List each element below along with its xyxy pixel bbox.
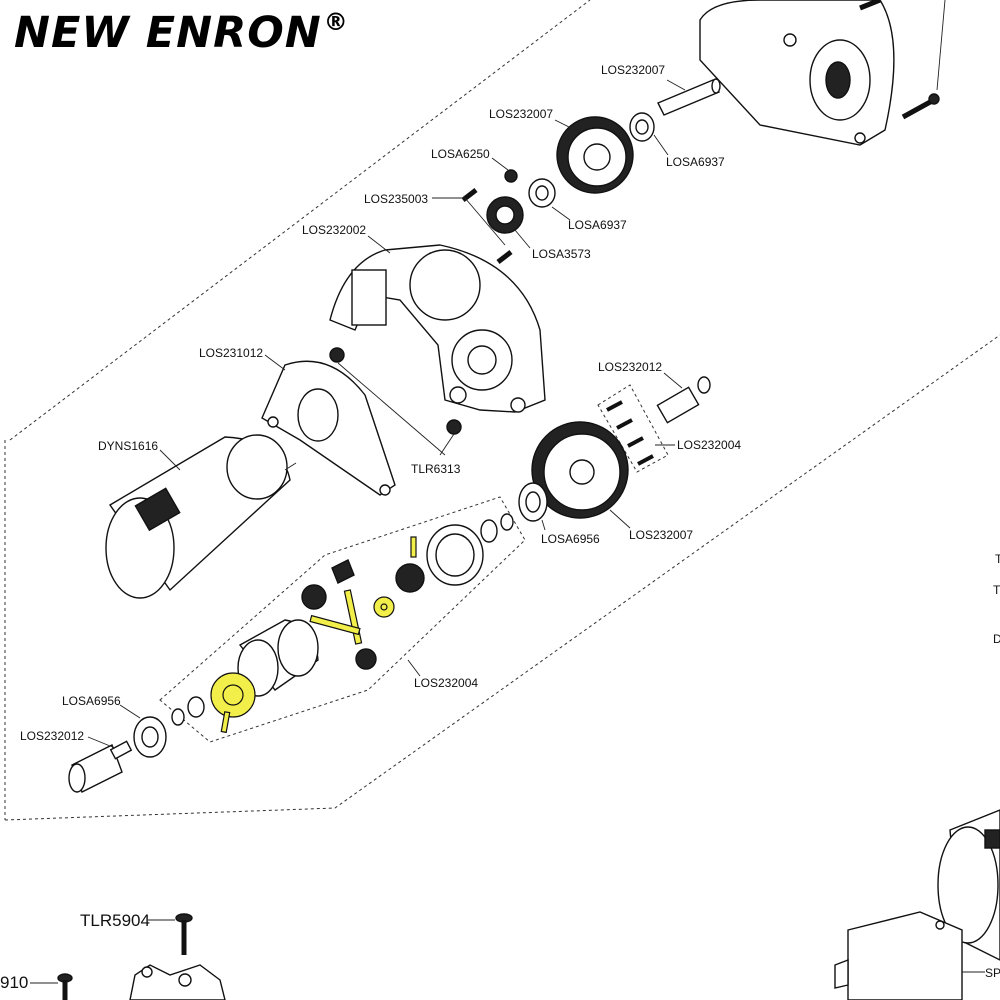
label-los231012: LOS231012 xyxy=(199,346,264,360)
label-910: 910 xyxy=(0,973,29,992)
diff-ring-gear xyxy=(210,672,256,718)
shim-right-b xyxy=(480,519,498,543)
screw-group-boundary xyxy=(597,384,669,473)
brand-logo: NEW ENRON® xyxy=(14,8,349,58)
gearbox-case-top-right xyxy=(699,0,895,146)
pinion-gear xyxy=(486,196,524,234)
registered-mark: ® xyxy=(323,8,349,36)
diff-pinion-a xyxy=(331,559,355,584)
shim-left-a xyxy=(187,696,205,718)
diff-pinion-b xyxy=(301,584,327,610)
diff-cross-pin-a xyxy=(343,589,363,645)
label-right-edge-d: D xyxy=(993,632,1000,646)
idler-shaft xyxy=(657,78,721,116)
assembly-boundary xyxy=(9,0,591,441)
screw-group-right xyxy=(606,400,654,466)
motor xyxy=(105,434,297,599)
label-tlr6313: TLR6313 xyxy=(411,462,461,476)
label-los232007-top: LOS232007 xyxy=(601,63,666,77)
label-spm-partial: SPM xyxy=(985,966,1000,980)
bearing-middle xyxy=(528,178,556,208)
label-losa3573: LOSA3573 xyxy=(532,247,591,261)
label-los232012-right: LOS232012 xyxy=(598,360,663,374)
label-right-edge-t1: T xyxy=(995,552,1000,566)
nut-tlr6313-b xyxy=(446,419,462,435)
bottom-part-partial xyxy=(129,964,226,1000)
label-los232002: LOS232002 xyxy=(302,223,367,237)
diff-pin-top xyxy=(410,536,417,558)
diff-cross-pin-b xyxy=(309,614,361,636)
label-los235003: LOS235003 xyxy=(364,192,429,206)
label-tlr5904: TLR5904 xyxy=(80,911,150,930)
screw-bottom-left xyxy=(57,973,73,1000)
brand-name: NEW ENRON xyxy=(14,8,322,58)
label-losa6250: LOSA6250 xyxy=(431,147,490,161)
outdrive-right xyxy=(656,376,711,424)
diff-case xyxy=(237,619,319,697)
diff-pinion-c xyxy=(355,648,377,670)
leader-lines xyxy=(30,79,985,984)
label-losa6956-right: LOSA6956 xyxy=(541,532,600,546)
label-los232007-gear: LOS232007 xyxy=(489,107,554,121)
assembly-boundary-lower xyxy=(4,334,1000,821)
nut-tlr6313-a xyxy=(329,347,345,363)
outdrive-left xyxy=(68,740,133,793)
shim-right-a xyxy=(500,513,514,531)
nut-losa6250 xyxy=(504,169,518,183)
servo-partial xyxy=(834,911,963,1000)
screw-bottom xyxy=(175,913,193,955)
label-los232007-spur: LOS232007 xyxy=(629,528,694,542)
spur-gear xyxy=(531,421,629,519)
motor-bottom-right xyxy=(937,809,1000,961)
label-los232004-right: LOS232004 xyxy=(677,438,742,452)
gearbox-housing xyxy=(329,244,546,413)
idler-gear xyxy=(556,116,634,194)
label-los232012-left: LOS232012 xyxy=(20,729,85,743)
label-losa6937-a: LOSA6937 xyxy=(666,155,725,169)
screw-upper-right xyxy=(859,0,940,120)
shim-left-b xyxy=(171,708,185,726)
label-losa6937-b: LOSA6937 xyxy=(568,218,627,232)
diff-gear-a xyxy=(395,563,425,593)
bearing-left xyxy=(133,716,167,758)
label-right-edge-t2: T xyxy=(993,583,1000,597)
motor-plate xyxy=(261,360,396,496)
bearing-top xyxy=(629,112,655,142)
label-los232004-diff: LOS232004 xyxy=(414,676,479,690)
bearing-right xyxy=(518,482,548,522)
label-dyns1616: DYNS1616 xyxy=(98,439,159,453)
label-losa6956-left: LOSA6956 xyxy=(62,694,121,708)
diff-gasket xyxy=(426,524,484,586)
diff-pin-bottom xyxy=(220,711,231,734)
